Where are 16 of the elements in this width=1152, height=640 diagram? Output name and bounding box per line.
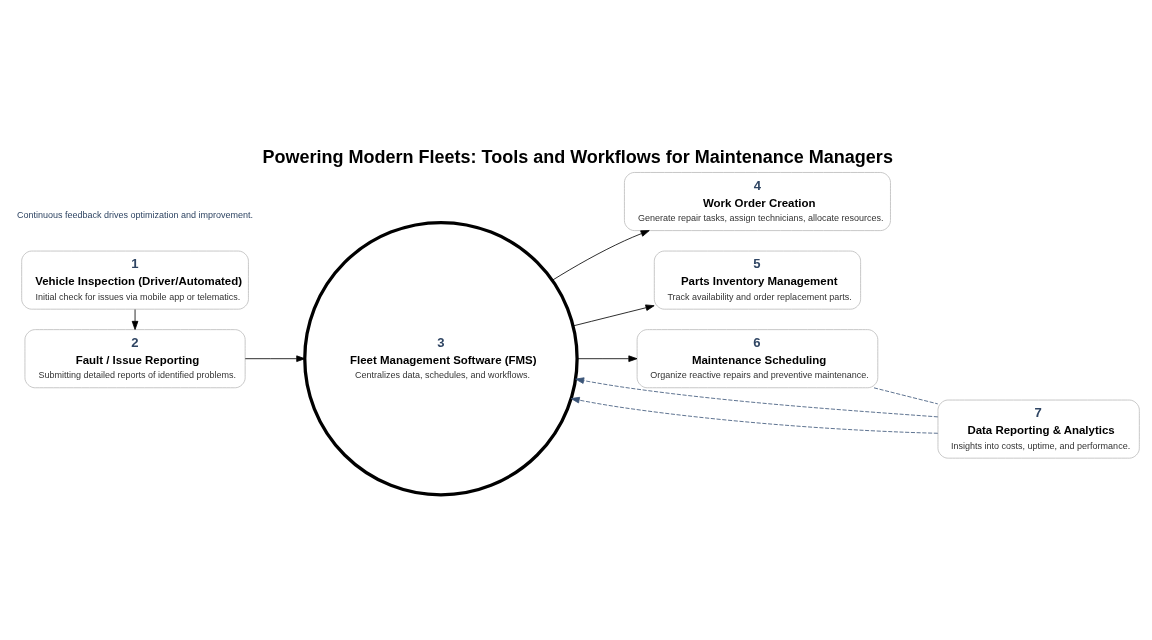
node-box: 7 Data Reporting & Analytics Insights into costs, uptime, and performance. [937, 399, 1140, 459]
arrow [576, 354, 638, 362]
connector [873, 386, 939, 404]
arrow [572, 304, 655, 326]
arrow [575, 376, 939, 417]
diagram-title: Powering Modern Fleets: Tools and Workflows for Maintenance Managers [262, 146, 893, 167]
node-box: 1 Vehicle Inspection (Driver/Automated) Initial check for issues via mobile app or telematics. [21, 250, 249, 310]
node-box: 5 Parts Inventory Management Track availability and order replacement parts. [653, 250, 861, 310]
arrow [551, 229, 650, 281]
node-box: 6 Maintenance Scheduling Organize reactive repairs and preventive maintenance. [636, 328, 879, 388]
label: Continuous feedback drives optimization and improvement. [16, 209, 254, 220]
node-box: 4 Work Order Creation Generate repair tasks, assign technicians, allocate resources. [624, 171, 891, 231]
arrow [570, 396, 939, 434]
arrow [244, 354, 306, 362]
node-box: 2 Fault / Issue Reporting Submitting detailed reports of identified problems. [24, 328, 246, 388]
arrow [131, 308, 139, 330]
